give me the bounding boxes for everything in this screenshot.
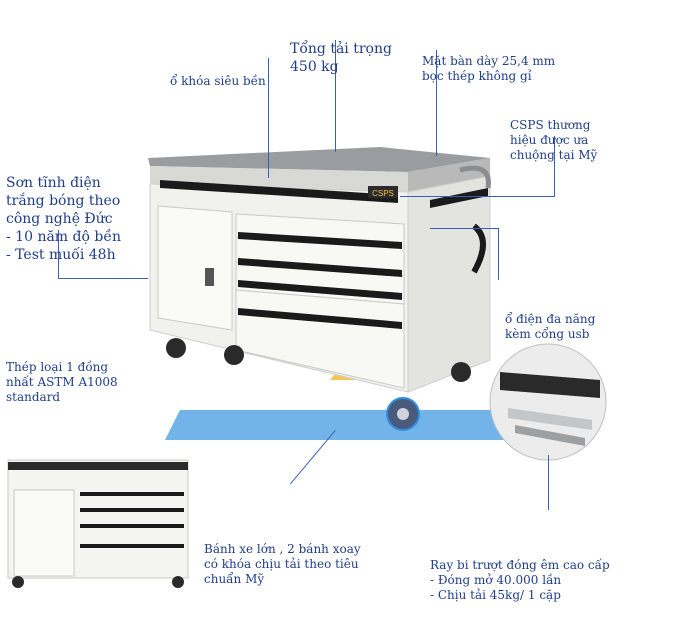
rail-closeup (489, 343, 607, 461)
brand-badge: CSPS (372, 189, 394, 198)
leader-lock (268, 58, 269, 178)
leader-paint (58, 230, 59, 278)
leader-paint-h (58, 278, 148, 279)
leader-brand (554, 136, 555, 196)
leader-outlet-h (430, 228, 498, 229)
lock-label: ổ khóa siêu bền (170, 74, 266, 88)
door-lock-icon (205, 268, 214, 286)
leader-worktop (436, 50, 437, 156)
leader-load (335, 40, 336, 152)
tool-cart: CSPS (148, 147, 491, 431)
inset-cart (7, 459, 189, 588)
leader-outlet (498, 228, 499, 280)
leader-rails (548, 455, 549, 510)
rails-label: Ray bi trượt đóng êm cao cấp- Đóng mở 40… (430, 558, 610, 602)
leader-brand-h (400, 196, 555, 197)
